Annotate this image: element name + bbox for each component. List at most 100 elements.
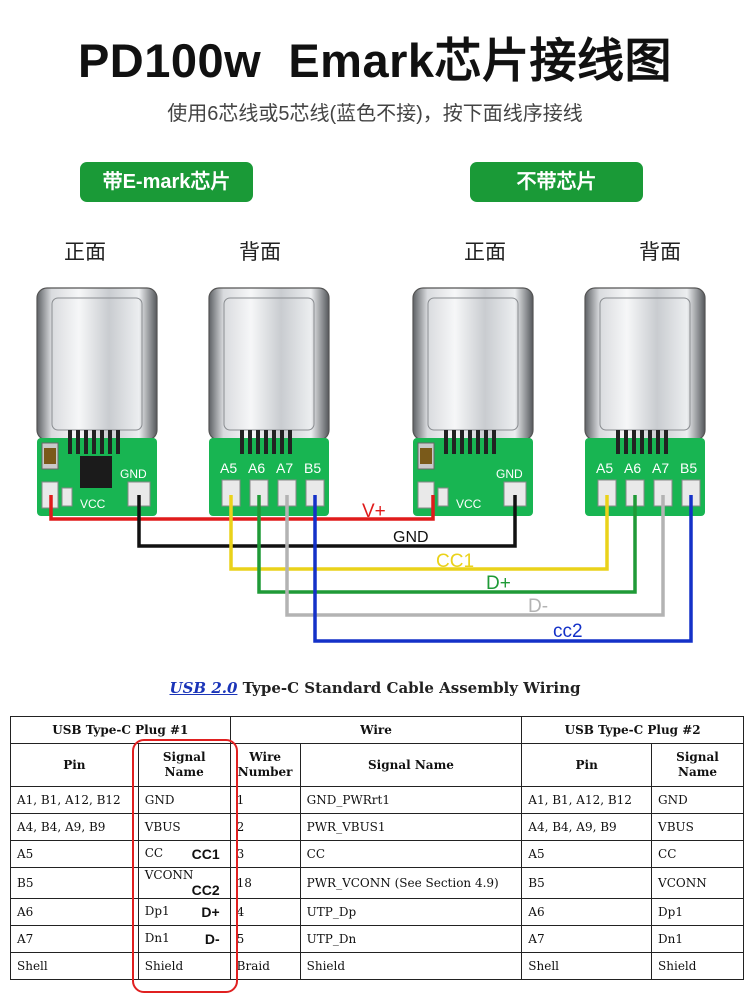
- cell-pin1: Shell: [10, 952, 139, 980]
- table-row: A1, B1, A12, B12 GND 1 GND_PWRrt1 A1, B1, A1…: [10, 786, 744, 814]
- cell-text: A1, B1, A12, B12: [17, 793, 121, 807]
- cell-text: PWR_VBUS1: [306, 820, 386, 834]
- cell-text: Shell: [17, 959, 48, 973]
- cell-text: A5: [17, 847, 34, 861]
- cell-text: A4, B4, A9, B9: [528, 820, 617, 834]
- cell-pin1: A4, B4, A9, B9: [10, 813, 139, 841]
- cell-pin2: A5: [521, 840, 653, 868]
- cell-text: VCONN: [658, 876, 707, 890]
- cell-text: VBUS: [144, 820, 181, 834]
- signal-note: D-: [204, 931, 220, 947]
- emark-pin-a5: A5: [220, 460, 237, 476]
- cell-pin2: A1, B1, A12, B12: [521, 786, 653, 814]
- wire-label-gnd: GND: [393, 529, 429, 546]
- cable-wiring-table: USB Type-C Plug #1 Wire USB Type-C Plug …: [10, 716, 744, 980]
- col-header-wire-signal: Signal Name: [299, 743, 523, 787]
- emark-back-label: 背面: [239, 241, 281, 264]
- nochip-pin-a5: A5: [596, 460, 613, 476]
- cell-wire-sig: UTP_Dn: [299, 925, 523, 953]
- wire-vplus: [49, 495, 435, 521]
- emark-back-connector: A5 A6 A7 B5: [208, 287, 330, 516]
- cell-sig2: Dp1: [651, 898, 744, 926]
- cell-text: PWR_VCONN (See Section 4.9): [306, 876, 499, 890]
- cell-wire-no: 5: [229, 925, 301, 953]
- cell-text: VBUS: [658, 820, 694, 834]
- wire-cc2: [313, 495, 693, 643]
- emark-pin-a7: A7: [276, 460, 293, 476]
- cell-text: CC: [144, 846, 164, 860]
- group-header-wire: Wire: [229, 716, 523, 744]
- cell-pin1: A5: [10, 840, 139, 868]
- cell-wire-sig: PWR_VCONN (See Section 4.9): [299, 867, 523, 899]
- cell-text: Shield: [306, 959, 346, 973]
- table-caption-text: Type-C Standard Cable Assembly Wiring: [237, 679, 581, 697]
- wire-dminus: [285, 495, 665, 617]
- page-title: PD100w Emark芯片接线图: [77, 34, 673, 87]
- nochip-vcc-label: VCC: [456, 497, 482, 511]
- cell-text: A6: [17, 905, 34, 919]
- cell-text: A1, B1, A12, B12: [528, 793, 632, 807]
- wiring-diagram: GND VCC A5 A6 A7 B5 GND VCC: [36, 287, 706, 643]
- nochip-pin-a7: A7: [652, 460, 669, 476]
- cell-sig2: Dn1: [651, 925, 744, 953]
- cell-text: GND_PWRrt1: [306, 793, 390, 807]
- cell-wire-sig: PWR_VBUS1: [299, 813, 523, 841]
- cell-text: Shield: [144, 959, 184, 973]
- emark-front-connector: GND VCC: [36, 287, 158, 516]
- signal-note: CC2: [191, 882, 220, 898]
- wire-label-vplus: V+: [362, 501, 386, 522]
- cell-wire-no: 3: [229, 840, 301, 868]
- col-header-signal2: Signal Name: [651, 743, 744, 787]
- cell-text: Dp1: [658, 905, 683, 919]
- no-chip-badge: 不带芯片: [470, 162, 643, 202]
- table-caption: USB 2.0 Type-C Standard Cable Assembly W…: [0, 679, 750, 697]
- cell-wire-sig: UTP_Dp: [299, 898, 523, 926]
- wire-label-cc2: cc2: [553, 621, 583, 642]
- cell-wire-sig: CC: [299, 840, 523, 868]
- cell-text: Braid: [236, 959, 270, 973]
- wire-label-dminus: D-: [528, 596, 548, 617]
- cell-text: CC: [306, 847, 326, 861]
- cell-text: VCONN: [144, 868, 194, 882]
- nochip-pin-b5: B5: [680, 460, 697, 476]
- cell-text: Dp1: [144, 904, 170, 918]
- wire-dplus: [257, 495, 637, 594]
- col-header-pin1: Pin: [10, 743, 139, 787]
- cell-text: Shield: [658, 959, 697, 973]
- cell-sig1: Shield: [137, 952, 231, 980]
- cell-wire-sig: GND_PWRrt1: [299, 786, 523, 814]
- cell-pin2: A7: [521, 925, 653, 953]
- cell-text: 4: [236, 905, 245, 919]
- cell-text: 3: [236, 847, 245, 861]
- table-row: Shell Shield Braid Shield Shell Shield: [10, 952, 744, 980]
- cell-wire-no: 4: [229, 898, 301, 926]
- cell-text: UTP_Dn: [306, 932, 357, 946]
- usb-2-0-link[interactable]: USB 2.0: [169, 679, 238, 697]
- emark-gnd-label: GND: [120, 467, 147, 481]
- wire-label-cc1: CC1: [436, 551, 474, 572]
- cell-sig2: CC: [651, 840, 744, 868]
- nochip-back-label: 背面: [639, 241, 681, 264]
- cell-pin1: A6: [10, 898, 139, 926]
- nochip-pin-a6: A6: [624, 460, 641, 476]
- cell-wire-sig: Shield: [299, 952, 523, 980]
- cell-text: 1: [236, 793, 245, 807]
- cell-pin1: B5: [10, 867, 139, 899]
- table-row: A4, B4, A9, B9 VBUS 2 PWR_VBUS1 A4, B4, A9, …: [10, 813, 744, 841]
- cell-text: B5: [528, 876, 545, 890]
- cell-pin1: A1, B1, A12, B12: [10, 786, 139, 814]
- cell-text: Shell: [528, 959, 560, 973]
- cell-pin2: Shell: [521, 952, 653, 980]
- cell-sig2: GND: [651, 786, 744, 814]
- emark-pin-b5: B5: [304, 460, 321, 476]
- emark-vcc-label: VCC: [80, 497, 106, 511]
- cell-wire-no: 2: [229, 813, 301, 841]
- cell-text: 5: [236, 932, 245, 946]
- cell-text: B5: [17, 876, 34, 890]
- signal-note: D+: [201, 904, 220, 920]
- emark-front-label: 正面: [64, 241, 106, 264]
- cell-sig2: VCONN: [651, 867, 744, 899]
- signal-note: CC1: [191, 846, 220, 862]
- cell-text: 18: [236, 876, 252, 890]
